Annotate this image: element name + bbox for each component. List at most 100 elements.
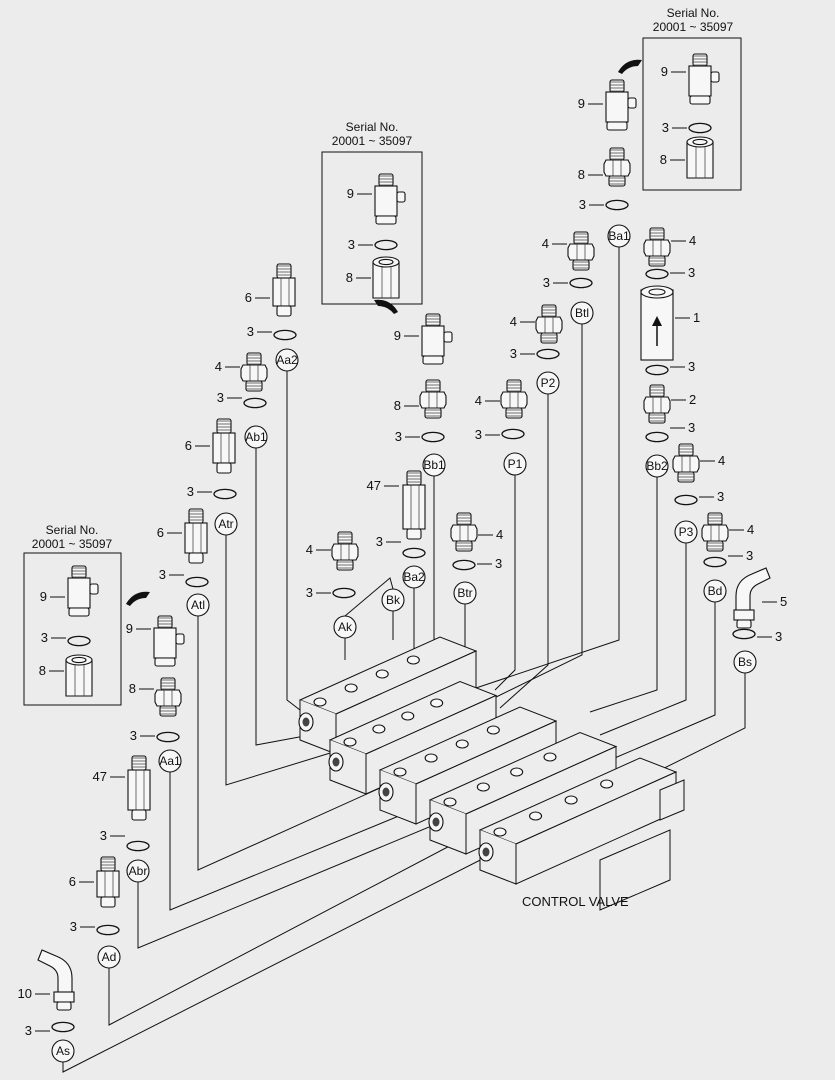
connection-line: [499, 394, 549, 709]
o-ring: [536, 348, 560, 360]
connection-line: [286, 371, 301, 711]
connection-line: [62, 849, 501, 1073]
nut-8: [686, 136, 714, 179]
part-number: 4: [747, 522, 754, 537]
serial-box-left: Serial No. 20001 ~ 35097: [23, 523, 122, 706]
adapter-4: [240, 352, 268, 392]
part-number: 3: [475, 427, 482, 442]
part-number: 4: [306, 542, 313, 557]
port-tag: [536, 371, 560, 395]
tee-fitting-9: [67, 565, 99, 617]
port-label-atr: Atr: [218, 517, 233, 531]
port-tag: [186, 593, 210, 617]
o-ring: [243, 397, 267, 409]
check-valve-1: [640, 285, 674, 361]
tee-fitting-9: [374, 173, 406, 225]
part-number: 4: [718, 453, 725, 468]
serial-box-center: Serial No. 20001 ~ 35097: [321, 120, 423, 305]
o-ring: [732, 628, 756, 640]
connection-line: [137, 809, 471, 949]
port-tag: [333, 615, 357, 639]
port-tag: [570, 301, 594, 325]
part-number: 3: [688, 420, 695, 435]
long-adapter-6: [96, 856, 120, 908]
part-number: 9: [40, 589, 47, 604]
part-number: 3: [579, 197, 586, 212]
part-number: 3: [543, 275, 550, 290]
direction-arrow: [126, 591, 150, 606]
adapter-4: [672, 443, 700, 483]
part-number: 4: [496, 527, 503, 542]
connection-line: [197, 616, 421, 871]
port-tag: [703, 579, 727, 603]
port-label-btr: Btr: [457, 586, 472, 600]
port-label-bd: Bd: [708, 584, 723, 598]
o-ring: [374, 239, 398, 251]
part-number: 9: [347, 186, 354, 201]
adapter-4: [535, 304, 563, 344]
tee-fitting-9: [688, 53, 720, 105]
adapter-4: [567, 231, 595, 271]
connection-line: [108, 829, 481, 1026]
connection-line: [609, 602, 716, 761]
connection-line: [255, 448, 311, 746]
o-ring: [605, 199, 629, 211]
part-number: 3: [41, 630, 48, 645]
o-ring: [213, 488, 237, 500]
port-label-aa2: Aa2: [276, 353, 298, 367]
long-adapter-6: [272, 263, 296, 317]
port-label-as: As: [56, 1044, 70, 1058]
tee-fitting-9: [421, 313, 453, 365]
part-number: 3: [70, 919, 77, 934]
part-number: 3: [348, 237, 355, 252]
o-ring: [452, 559, 476, 571]
direction-arrow: [618, 59, 642, 74]
part-number: 8: [39, 663, 46, 678]
o-ring: [703, 556, 727, 568]
connection-line: [344, 577, 394, 617]
port-label-p1: P1: [508, 457, 523, 471]
part-number: 8: [660, 152, 667, 167]
port-label-ba1: Ba1: [608, 229, 630, 243]
part-number: 3: [746, 548, 753, 563]
port-label-bb2: Bb2: [646, 459, 668, 473]
part-number: 4: [689, 233, 696, 248]
adapter-4: [643, 227, 671, 267]
part-number: 3: [130, 728, 137, 743]
connection-line: [494, 475, 516, 691]
port-tag: [674, 520, 698, 544]
port-tag: [381, 588, 405, 612]
port-tag: [126, 859, 150, 883]
connection-line: [169, 772, 451, 911]
port-label-ba2: Ba2: [403, 570, 425, 584]
o-ring: [67, 635, 91, 647]
o-ring: [645, 268, 669, 280]
o-ring: [96, 924, 120, 936]
port-label-bk: Bk: [386, 593, 401, 607]
port-tag: [402, 565, 426, 589]
control-valve-caption: CONTROL VALVE: [522, 894, 629, 909]
part-number: 9: [394, 328, 401, 343]
part-number: 3: [306, 585, 313, 600]
part-number: 3: [395, 429, 402, 444]
adapter-4: [331, 531, 359, 571]
elbow-5: [733, 567, 771, 629]
part-number: 10: [18, 986, 32, 1001]
adapter-8: [419, 379, 447, 419]
port-label-btl: Btl: [575, 306, 589, 320]
o-ring: [402, 547, 426, 559]
part-number: 6: [245, 290, 252, 305]
serial-box-top-right: Serial No. 20001 ~ 35097: [642, 6, 742, 191]
part-number: 3: [775, 629, 782, 644]
port-tag: [645, 454, 669, 478]
part-number: 6: [69, 874, 76, 889]
port-tag: [275, 348, 299, 372]
nut-8: [65, 654, 93, 697]
serial-title: Serial No.: [46, 523, 99, 537]
o-ring: [674, 494, 698, 506]
port-tag: [244, 425, 268, 449]
tee-fitting-9: [605, 79, 637, 131]
part-number: 2: [689, 392, 696, 407]
port-tag: [51, 1039, 75, 1063]
